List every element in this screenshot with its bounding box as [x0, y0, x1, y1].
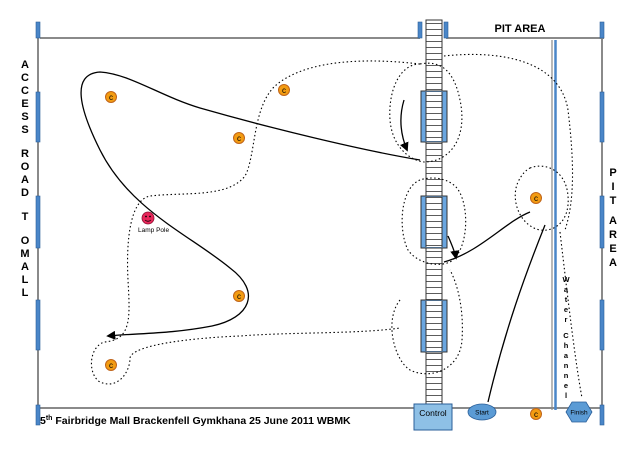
vertical-label-letter: A: [609, 215, 617, 227]
svg-text:c: c: [237, 292, 241, 301]
route-dotted: [90, 53, 583, 399]
post: [35, 299, 41, 351]
vertical-label-letter: n: [564, 371, 569, 380]
traffic-cone-icon: c: [233, 132, 245, 144]
vertical-label-letter: a: [564, 285, 569, 294]
vertical-label-letter: a: [564, 351, 569, 360]
vertical-label-letter: e: [564, 305, 568, 314]
vertical-label-letter: L: [22, 274, 29, 286]
vertical-label-letter: h: [564, 341, 569, 350]
vertical-label-letter: T: [22, 211, 29, 223]
vertical-label-letter: e: [564, 381, 568, 390]
event-title: 5th Fairbridge Mall Brackenfell Gymkhana…: [40, 415, 351, 427]
vertical-label-letter: C: [21, 85, 29, 97]
traffic-cones: c c c c c c c: [105, 84, 542, 420]
post: [35, 21, 41, 39]
vertical-label-letter: C: [563, 331, 569, 340]
vertical-label-letter: W: [562, 275, 570, 284]
traffic-cone-icon: c: [105, 359, 117, 371]
vertical-label-letter: E: [21, 98, 28, 110]
svg-text:c: c: [282, 86, 286, 95]
vertical-label-letter: P: [609, 167, 616, 179]
post: [35, 91, 41, 143]
svg-text:c: c: [109, 361, 113, 370]
post: [443, 21, 449, 39]
vertical-label-letter: S: [21, 111, 28, 123]
post: [599, 91, 605, 143]
vertical-label-letter: O: [21, 161, 30, 173]
vertical-label-letter: A: [21, 59, 29, 71]
vertical-label-letter: C: [21, 72, 29, 84]
post: [599, 404, 605, 426]
post: [599, 299, 605, 351]
vertical-label-letter: O: [21, 235, 30, 247]
start-marker: Start: [467, 403, 497, 421]
lamp-pole-label: Lamp Pole: [138, 227, 169, 234]
vertical-label-letter: L: [22, 287, 29, 299]
post: [35, 195, 41, 249]
lamp-pole-icon: [141, 211, 155, 225]
traffic-cone-icon: c: [530, 192, 542, 204]
vertical-label-letter: A: [21, 261, 29, 273]
water-channel: [551, 40, 557, 410]
finish-marker: Finish: [565, 401, 593, 423]
traffic-cone-icon: c: [530, 408, 542, 420]
vertical-label-letter: R: [609, 229, 617, 241]
post: [599, 195, 605, 249]
vertical-label-letter: R: [21, 148, 29, 160]
vertical-label-letter: A: [609, 257, 617, 269]
post: [599, 21, 605, 39]
fence-posts: [35, 21, 605, 426]
svg-text:Finish: Finish: [570, 410, 588, 417]
control-box: Control: [413, 403, 453, 431]
vertical-label-letter: D: [21, 187, 29, 199]
pit-area-top-label: PIT AREA: [495, 23, 546, 35]
traffic-cone-icon: c: [233, 290, 245, 302]
svg-text:Start: Start: [475, 410, 489, 417]
vertical-label-letter: T: [610, 195, 617, 207]
vertical-label-letter: M: [20, 248, 29, 260]
svg-text:c: c: [534, 194, 538, 203]
traffic-cone-icon: c: [278, 84, 290, 96]
post: [35, 404, 41, 426]
vertical-label-letter: E: [609, 243, 616, 255]
svg-text:Control: Control: [419, 408, 447, 418]
post: [417, 21, 423, 39]
fence-lines: [37, 24, 604, 425]
vertical-label-letter: l: [565, 391, 567, 400]
route-solid: [80, 71, 546, 403]
traffic-cone-icon: c: [105, 91, 117, 103]
vertical-label-letter: r: [565, 315, 568, 324]
vertical-label-letter: t: [565, 295, 568, 304]
vertical-label-letter: S: [21, 124, 28, 136]
vertical-label-letter: A: [21, 174, 29, 186]
svg-text:c: c: [534, 410, 538, 419]
svg-text:c: c: [109, 93, 113, 102]
vertical-label-letter: I: [611, 181, 614, 193]
vertical-label-letter: n: [564, 361, 569, 370]
svg-text:c: c: [237, 134, 241, 143]
